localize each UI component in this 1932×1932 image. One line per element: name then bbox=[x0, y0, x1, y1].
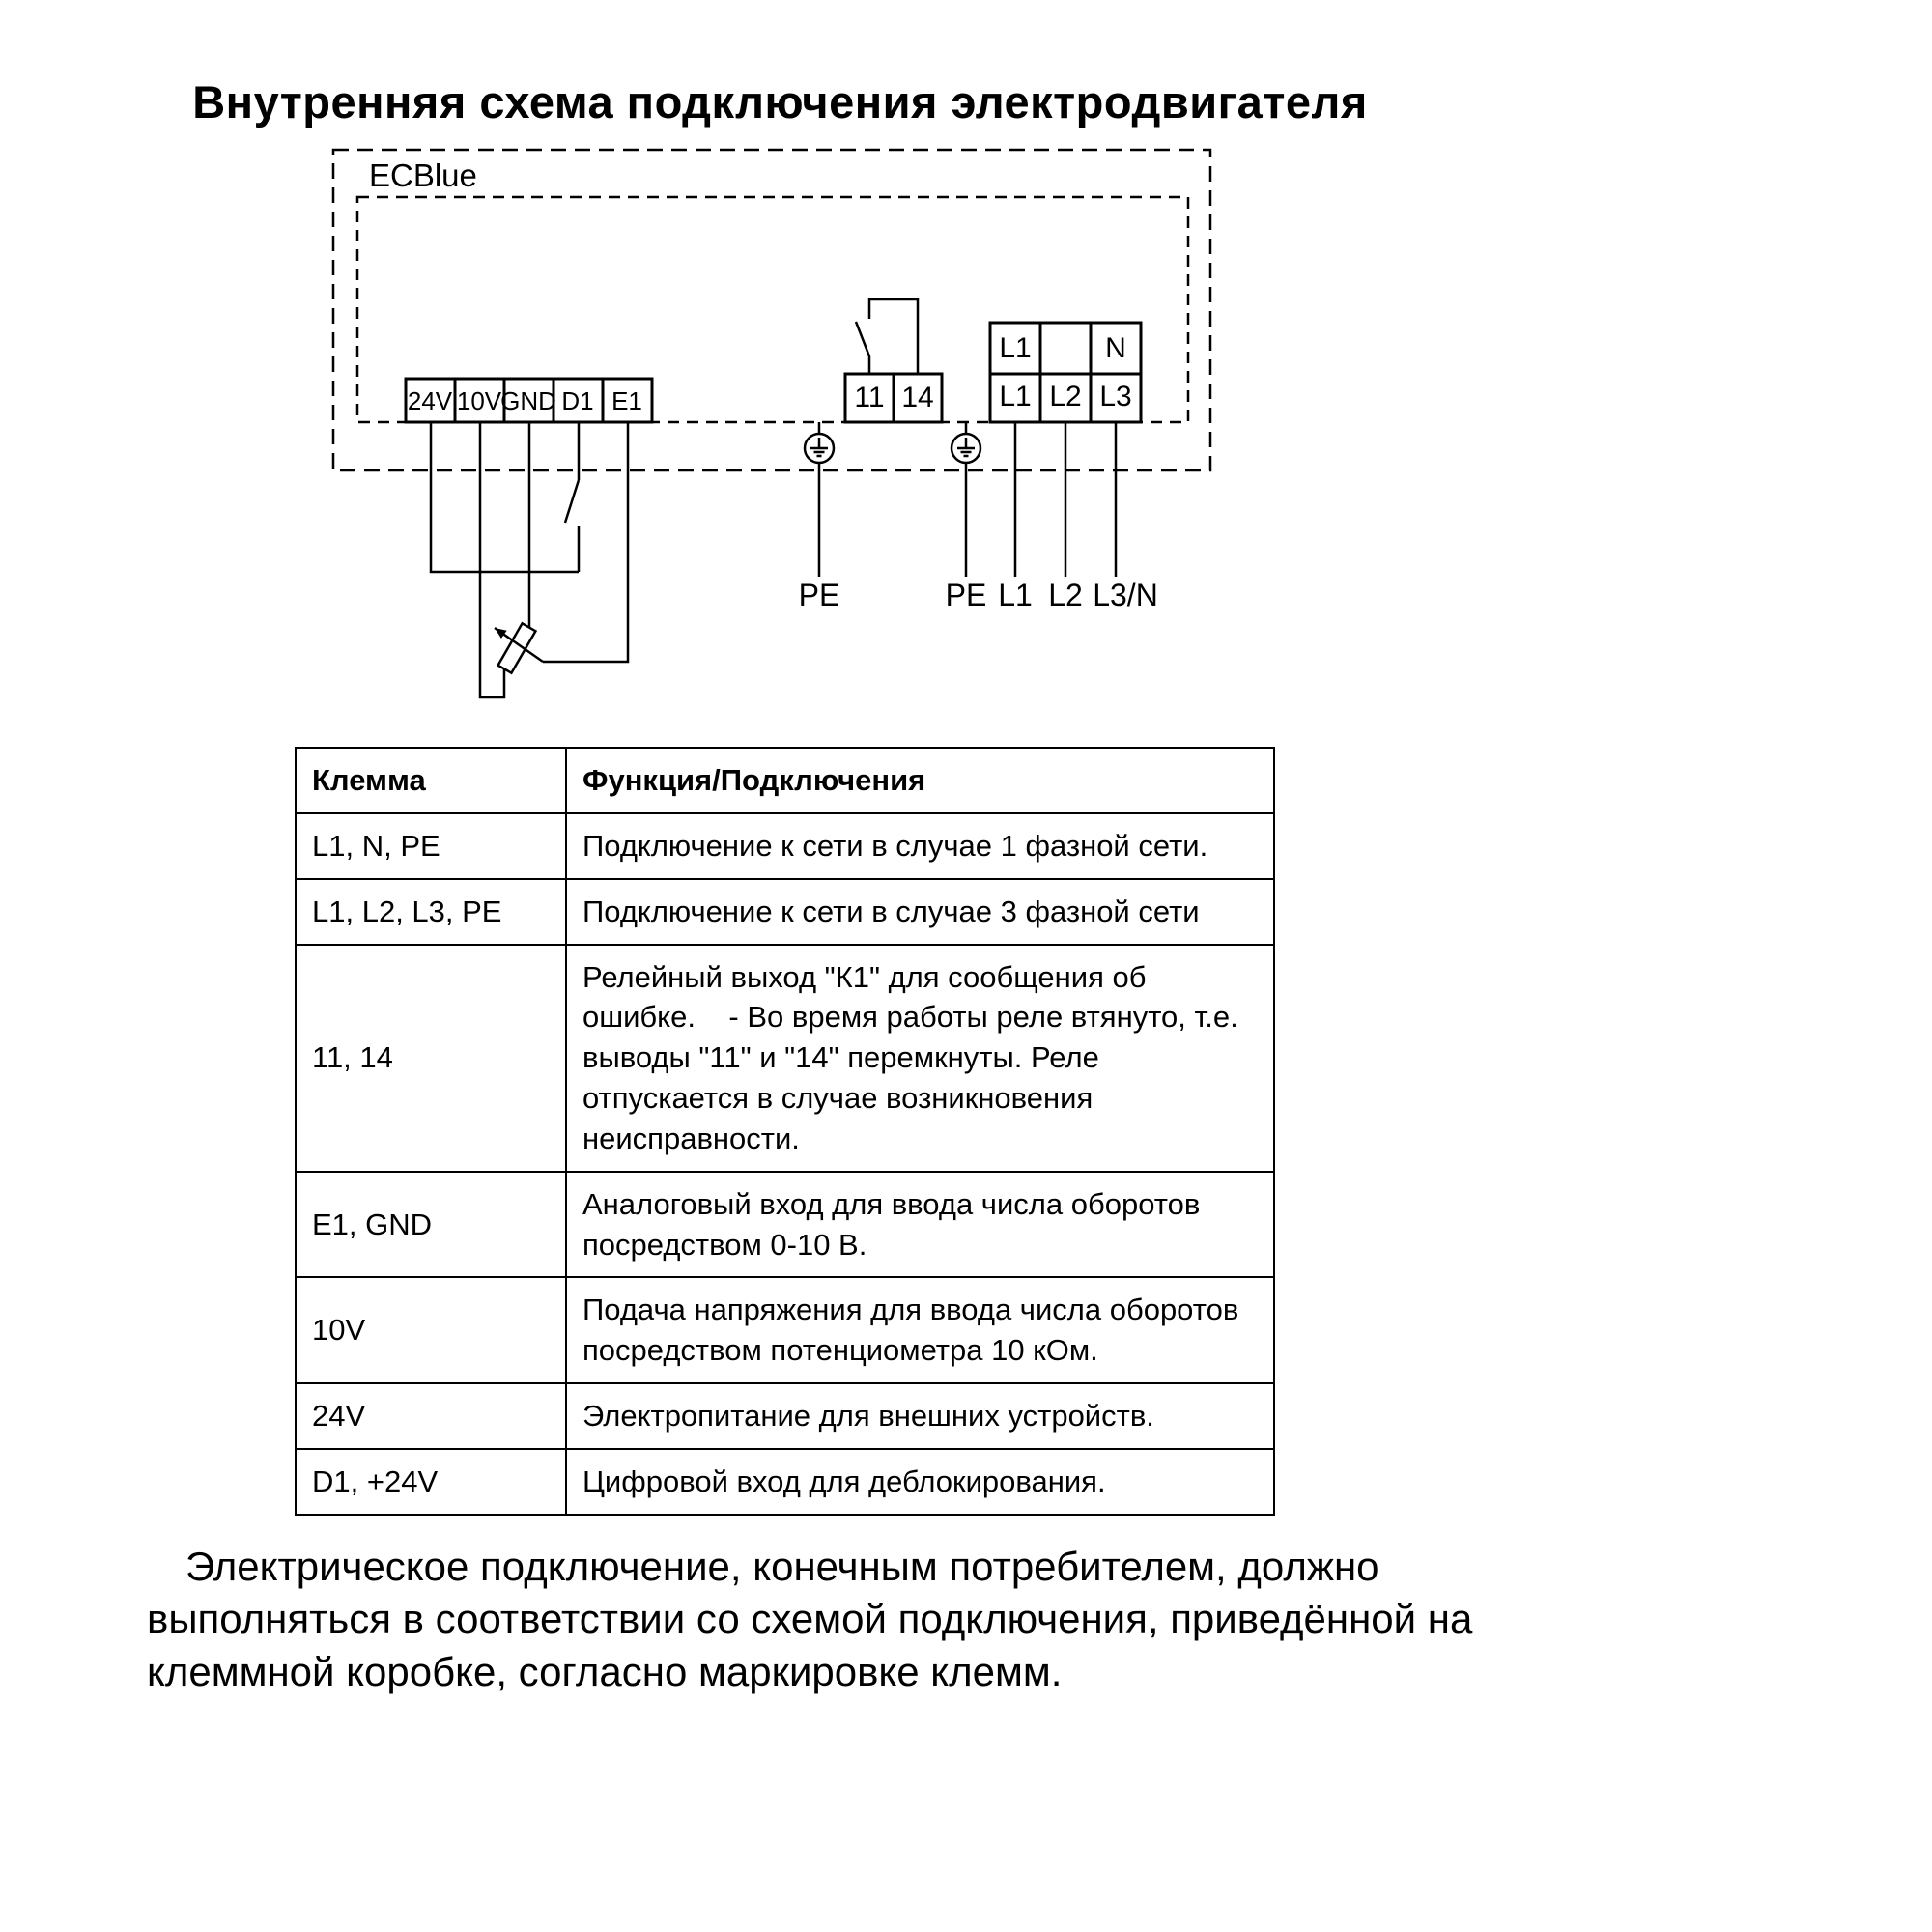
terminal-10v-label: 10V bbox=[457, 386, 502, 415]
terminal-d1-label: D1 bbox=[561, 386, 593, 415]
function-cell: Подключение к сети в случае 1 фазной сет… bbox=[565, 811, 1275, 880]
mains-wires bbox=[1013, 422, 1118, 577]
table-row: E1, GND Аналоговый вход для ввода числа … bbox=[295, 1170, 1275, 1279]
ecblue-label: ECBlue bbox=[369, 157, 477, 193]
function-cell: Электропитание для внешних устройств. bbox=[565, 1382, 1275, 1450]
table-header-function: Функция/Подключения bbox=[565, 747, 1275, 814]
terminal-l3-label: L3 bbox=[1099, 381, 1131, 412]
document-page: Внутренняя схема подключения электродвиг… bbox=[0, 75, 1932, 1699]
terminal-cell: 24V bbox=[295, 1382, 567, 1450]
pe-ground-symbol bbox=[950, 422, 982, 577]
function-cell: Цифровой вход для деблокирования. bbox=[565, 1447, 1275, 1516]
terminal-cell: L1, L2, L3, PE bbox=[295, 877, 567, 946]
l2-label: L2 bbox=[1048, 578, 1083, 612]
control-terminal-labels: 24V 10V GND D1 E1 bbox=[408, 386, 642, 415]
potentiometer-wiper-arrow bbox=[494, 626, 544, 664]
pe-ground-symbol bbox=[803, 422, 836, 577]
table-row: D1, +24V Цифровой вход для деблокировани… bbox=[295, 1447, 1275, 1516]
table-row: L1, N, PE Подключение к сети в случае 1 … bbox=[295, 811, 1275, 880]
footer-note: Электрическое подключение, конечным потр… bbox=[147, 1543, 1473, 1694]
terminal-l1-top-label: L1 bbox=[999, 332, 1031, 364]
terminal-14-label: 14 bbox=[901, 382, 933, 413]
l3n-label: L3/N bbox=[1093, 578, 1158, 612]
control-terminal-block bbox=[404, 377, 654, 424]
terminal-cell: E1, GND bbox=[295, 1170, 567, 1279]
terminal-cell: D1, +24V bbox=[295, 1447, 567, 1516]
terminal-11-label: 11 bbox=[854, 382, 884, 413]
terminal-cell: 11, 14 bbox=[295, 943, 567, 1173]
terminal-cell: L1, N, PE bbox=[295, 811, 567, 880]
wiring-diagram: ECBlue bbox=[331, 148, 1212, 699]
table-row: 11, 14 Релейный выход "К1" для сообщения… bbox=[295, 943, 1275, 1173]
l1-label: L1 bbox=[998, 578, 1033, 612]
table-row: 10V Подача напряжения для ввода числа об… bbox=[295, 1276, 1275, 1385]
pe-label: PE bbox=[946, 578, 987, 612]
function-cell: Аналоговый вход для ввода числа оборотов… bbox=[565, 1170, 1275, 1279]
relay-terminal-labels: 11 14 bbox=[854, 382, 933, 413]
table-header-terminal: Клемма bbox=[295, 747, 567, 814]
terminal-l1-label: L1 bbox=[999, 381, 1031, 412]
digital-input-switch-symbol bbox=[563, 422, 581, 572]
terminal-function-table: Клемма Функция/Подключения L1, N, PE Под… bbox=[295, 747, 1275, 1516]
mains-terminal-block bbox=[988, 321, 1143, 424]
terminal-l2-label: L2 bbox=[1049, 381, 1081, 412]
function-cell: Подключение к сети в случае 3 фазной сет… bbox=[565, 877, 1275, 946]
mains-terminal-labels: L1 N L1 L2 L3 bbox=[999, 332, 1131, 412]
relay-terminal-block bbox=[843, 372, 944, 424]
function-cell: Релейный выход "К1" для сообщения об оши… bbox=[565, 943, 1275, 1173]
table-row: 24V Электропитание для внешних устройств… bbox=[295, 1382, 1275, 1450]
relay-contact-symbol bbox=[854, 298, 920, 374]
table-header-row: Клемма Функция/Подключения bbox=[295, 747, 1275, 814]
ecblue-enclosure-outline bbox=[331, 148, 1212, 472]
terminal-n-top-label: N bbox=[1105, 332, 1126, 364]
external-connection-labels: PE PE L1 L2 L3/N bbox=[799, 578, 1158, 612]
pe-label: PE bbox=[799, 578, 840, 612]
control-wires bbox=[429, 422, 630, 699]
terminal-gnd-label: GND bbox=[500, 386, 556, 415]
page-title: Внутренняя схема подключения электродвиг… bbox=[192, 76, 1368, 128]
function-cell: Подача напряжения для ввода числа оборот… bbox=[565, 1276, 1275, 1385]
terminal-24v-label: 24V bbox=[408, 386, 453, 415]
potentiometer-symbol bbox=[494, 621, 544, 675]
terminal-cell: 10V bbox=[295, 1276, 567, 1385]
table-row: L1, L2, L3, PE Подключение к сети в случ… bbox=[295, 877, 1275, 946]
terminal-e1-label: E1 bbox=[611, 386, 642, 415]
